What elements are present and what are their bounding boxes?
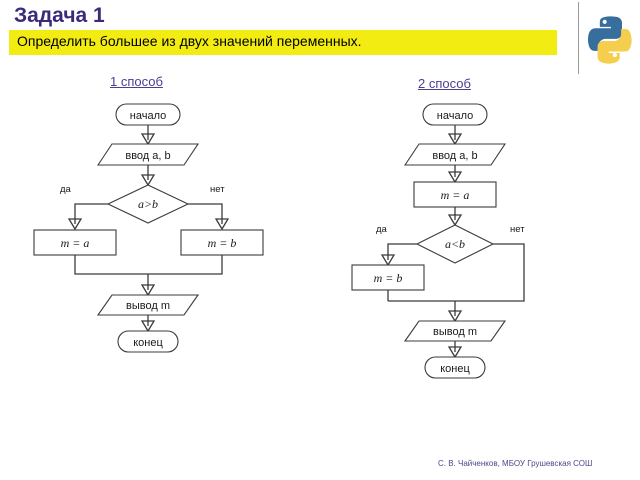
footer-attribution: С. В. Чайченков, МБОУ Грушевская СОШ <box>438 459 593 468</box>
fc1-node-output: вывод m <box>96 294 200 316</box>
fc2-assign-yes-label: m = b <box>374 271 403 285</box>
flowchart-method-1: начало ввод a, b a>b да нет m = a m = b … <box>33 103 264 353</box>
subtitle-text: Определить большее из двух значений пере… <box>17 33 362 49</box>
fc2-connectors <box>380 125 525 359</box>
fc1-node-assign-no: m = b <box>180 229 264 256</box>
fc2-node-start: начало <box>422 103 488 126</box>
fc1-yes-label: да <box>60 184 72 195</box>
fc2-assign-init-label: m = a <box>441 188 470 202</box>
fc1-node-assign-yes: m = a <box>33 229 117 256</box>
fc1-start-label: начало <box>130 110 166 122</box>
fc1-output-label: вывод m <box>126 300 170 312</box>
header-divider <box>578 2 579 74</box>
subtitle-highlight-band <box>9 30 557 55</box>
python-logo-icon <box>587 16 632 64</box>
fc2-node-end: конец <box>424 356 486 379</box>
fc2-start-label: начало <box>437 110 473 122</box>
page-title: Задача 1 <box>14 4 105 27</box>
flowchart-method-2: начало ввод a, b m = a a<b да нет m = b … <box>351 103 525 379</box>
fc2-node-assign-init: m = a <box>413 181 497 208</box>
fc2-yes-label: да <box>376 224 388 235</box>
fc1-node-start: начало <box>115 103 181 126</box>
fc1-assign-yes-label: m = a <box>61 236 90 250</box>
fc2-input-label: ввод a, b <box>432 150 477 162</box>
method-2-heading: 2 способ <box>418 76 471 91</box>
fc2-node-input: ввод a, b <box>403 143 507 166</box>
fc1-node-decision: a>b да нет <box>60 184 225 224</box>
fc1-decision-label: a>b <box>138 197 158 211</box>
method-1-heading: 1 способ <box>110 74 163 89</box>
fc1-connectors <box>67 125 230 333</box>
fc2-output-label: вывод m <box>433 326 477 338</box>
fc2-node-assign-yes: m = b <box>351 264 425 291</box>
fc2-no-label: нет <box>510 224 525 235</box>
fc1-assign-no-label: m = b <box>208 236 237 250</box>
fc2-decision-label: a<b <box>445 237 465 251</box>
fc2-node-decision: a<b да нет <box>376 224 525 264</box>
fc2-node-output: вывод m <box>403 320 507 342</box>
fc1-node-input: ввод a, b <box>96 143 200 166</box>
fc1-no-label: нет <box>210 184 225 195</box>
fc1-input-label: ввод a, b <box>125 150 170 162</box>
fc1-end-label: конец <box>133 337 163 349</box>
fc1-node-end: конец <box>117 330 179 353</box>
fc2-end-label: конец <box>440 363 470 375</box>
